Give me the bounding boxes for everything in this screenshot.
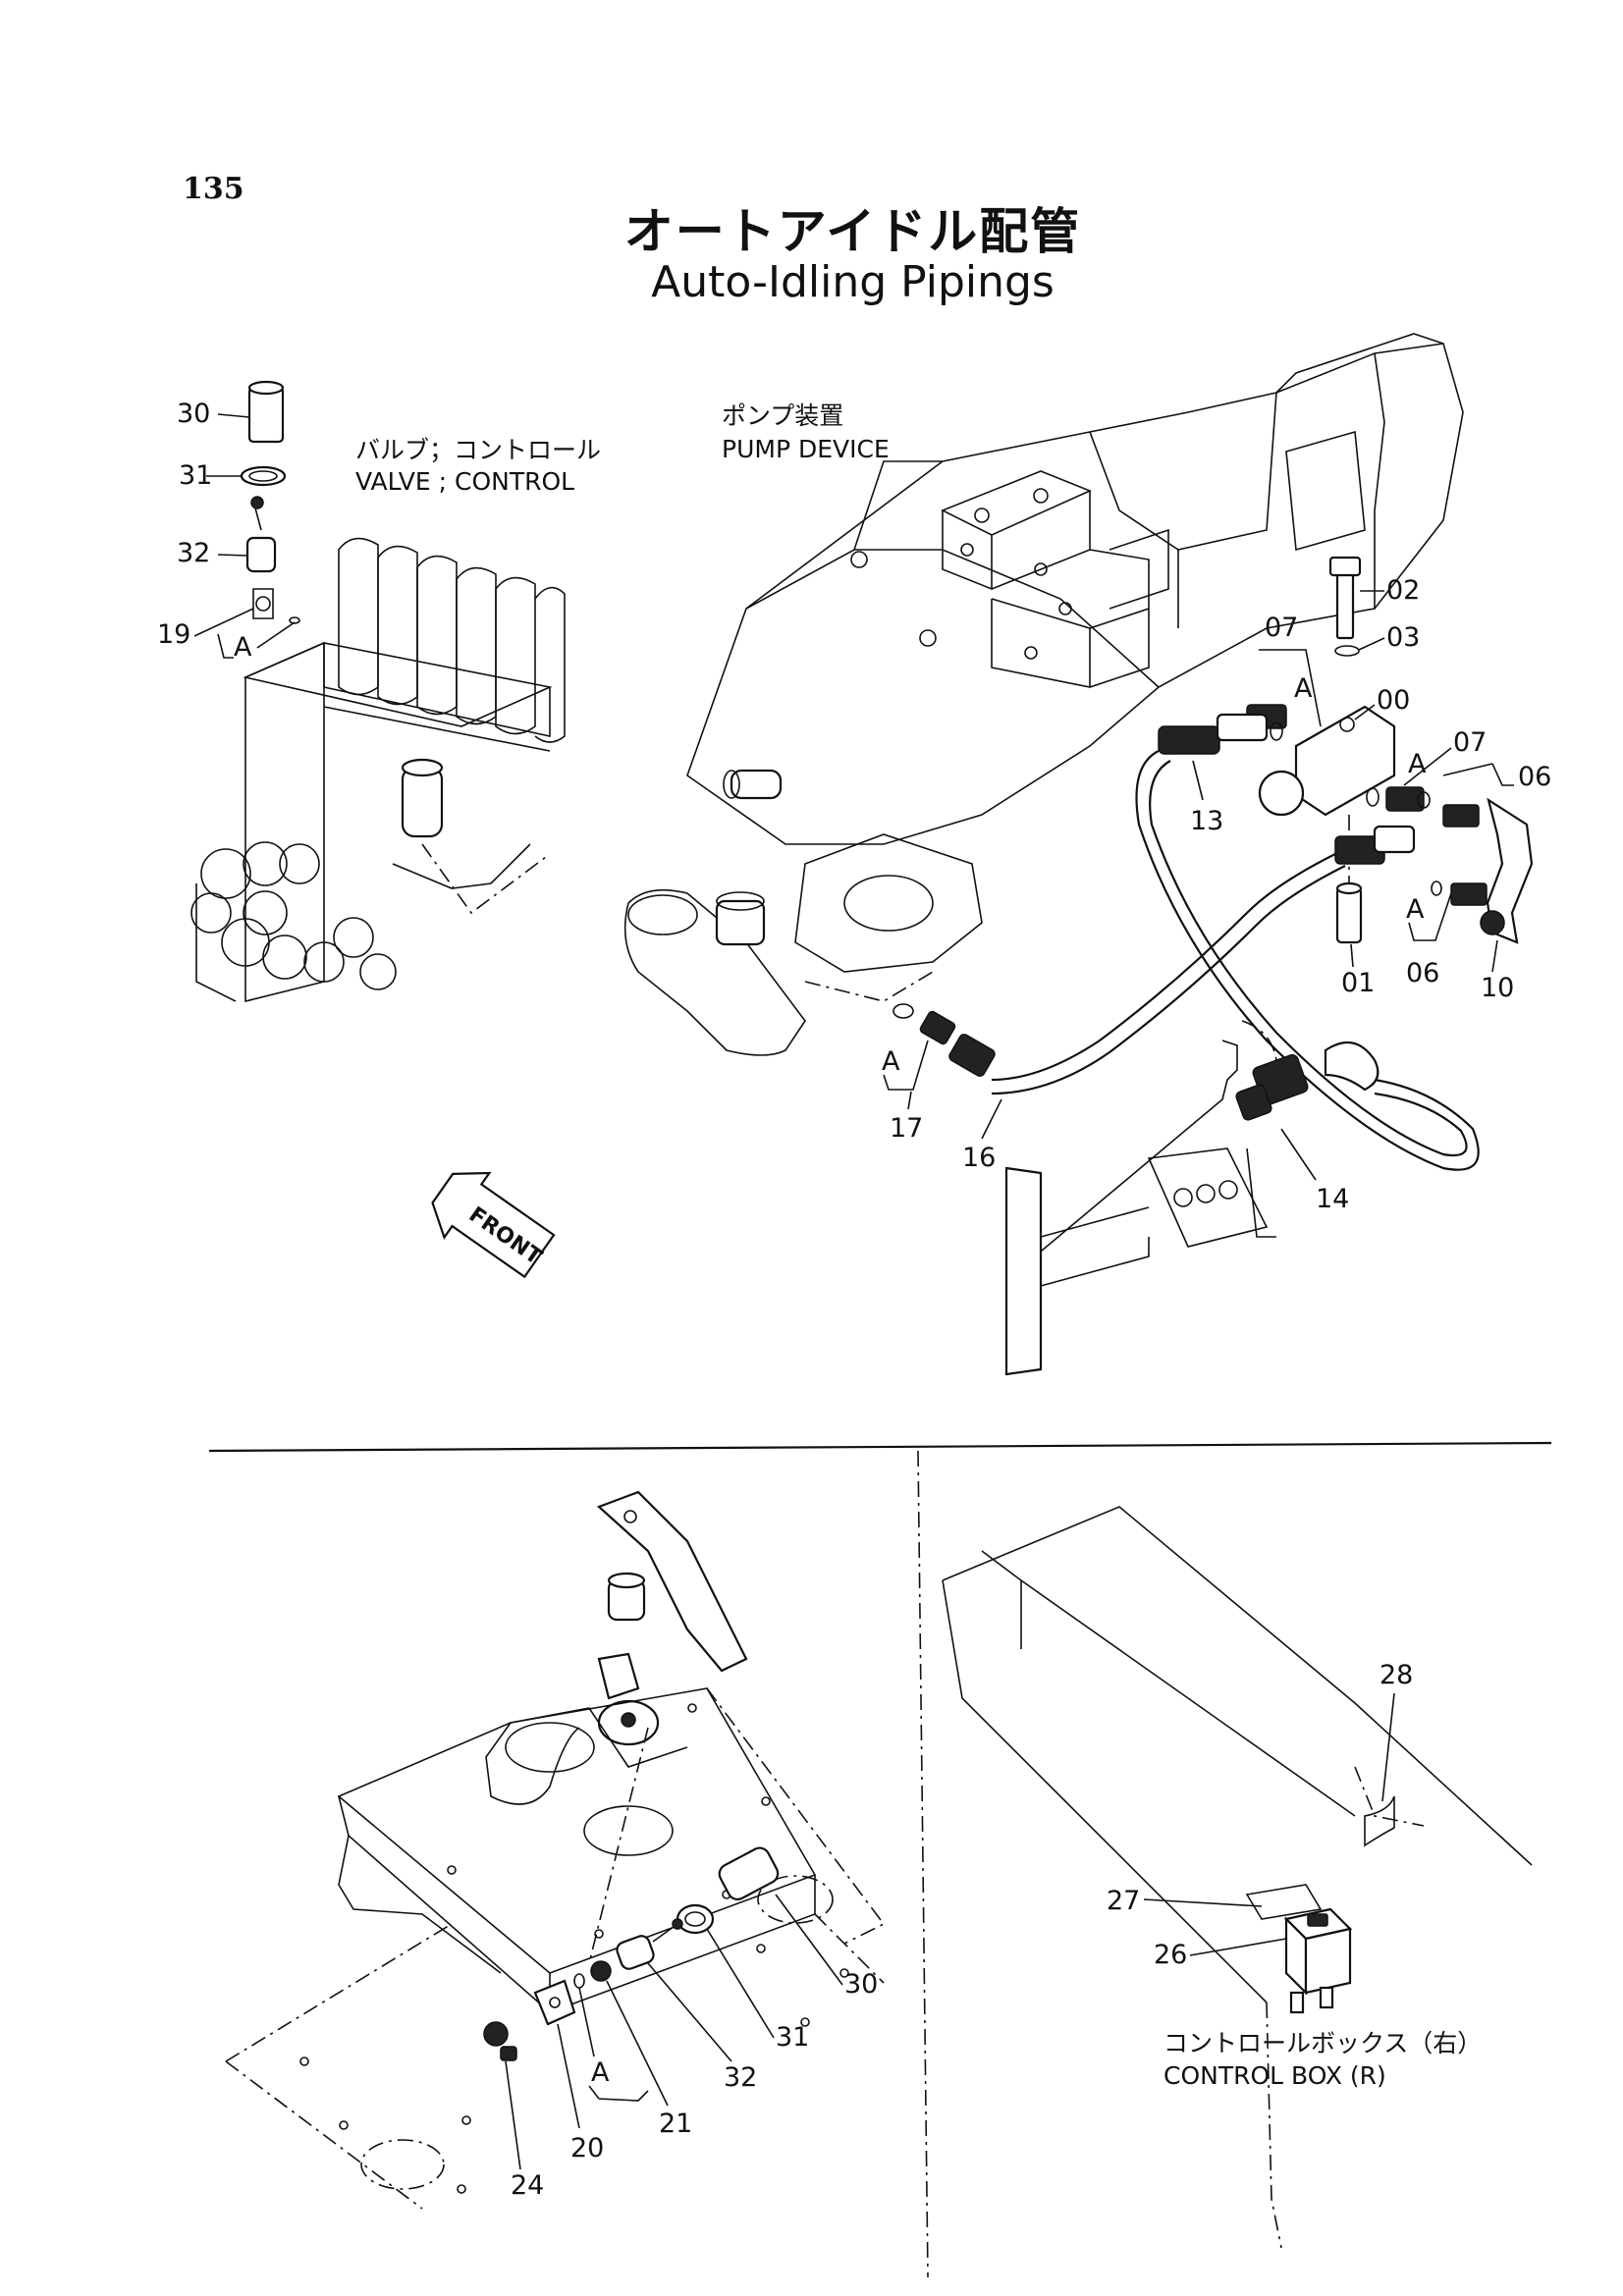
callout-32: 32 bbox=[177, 538, 210, 568]
floor-pedal-drawing bbox=[225, 1490, 886, 2210]
callouts-pump: 02 03 07 A 00 07 A 06 13 A 06 01 10 A 17… bbox=[882, 575, 1551, 1214]
callout-02: 02 bbox=[1386, 575, 1420, 606]
page-title-en: Auto-Idling Pipings bbox=[651, 257, 1055, 307]
valve-label-en: VALVE ; CONTROL bbox=[355, 467, 574, 496]
callouts-control-box: 28 27 26 bbox=[1107, 1660, 1413, 1970]
callout-06-upper: 06 bbox=[1518, 762, 1551, 792]
callout-a-pump-upper: A bbox=[1294, 673, 1313, 704]
pump-label-jp: ポンプ装置 bbox=[722, 401, 843, 430]
callout-07-right: 07 bbox=[1453, 727, 1487, 758]
control-box-drawing bbox=[942, 1506, 1533, 2249]
callout-13: 13 bbox=[1190, 806, 1223, 836]
callout-32-lower: 32 bbox=[724, 2062, 757, 2093]
callout-27: 27 bbox=[1107, 1886, 1140, 1916]
valve-label-jp: バルブ；コントロール bbox=[355, 436, 601, 464]
pump-device-drawing bbox=[623, 333, 1464, 1056]
callout-03: 03 bbox=[1386, 622, 1420, 653]
control-box-label-en: CONTROL BOX (R) bbox=[1163, 2061, 1386, 2090]
callout-30-lower: 30 bbox=[844, 1969, 878, 2000]
callout-a-pedal: A bbox=[591, 2057, 610, 2088]
pump-piping bbox=[893, 556, 1534, 1376]
control-box-label-jp: コントロールボックス（右） bbox=[1163, 2029, 1482, 2057]
callout-14: 14 bbox=[1316, 1184, 1349, 1214]
callout-01: 01 bbox=[1341, 968, 1375, 998]
page-number: 135 bbox=[183, 172, 244, 206]
callout-10: 10 bbox=[1481, 973, 1514, 1003]
callout-28: 28 bbox=[1380, 1660, 1413, 1690]
section-dividers bbox=[208, 1441, 1552, 2278]
control-valve-drawing bbox=[190, 380, 566, 1003]
callout-a-pump-right: A bbox=[1408, 749, 1427, 779]
callout-31-lower: 31 bbox=[776, 2022, 809, 2053]
page-title-jp: オートアイドル配管 bbox=[623, 203, 1082, 260]
callout-16: 16 bbox=[962, 1143, 996, 1173]
callout-30: 30 bbox=[177, 399, 210, 429]
callout-21: 21 bbox=[659, 2109, 692, 2139]
callout-a-pump-lower: A bbox=[1406, 894, 1425, 925]
callouts-pedal: 30 31 32 A 21 20 24 bbox=[505, 1894, 878, 2201]
front-arrow: FRONT bbox=[431, 1171, 556, 1279]
callouts-valve: 30 31 32 19 A bbox=[157, 399, 296, 663]
callout-24: 24 bbox=[511, 2170, 544, 2201]
callout-20: 20 bbox=[570, 2133, 604, 2163]
callout-a-pump-17: A bbox=[882, 1046, 900, 1077]
callout-00: 00 bbox=[1377, 685, 1410, 716]
pump-label-en: PUMP DEVICE bbox=[722, 435, 890, 463]
callout-a-valve: A bbox=[234, 632, 252, 663]
callout-06-lower: 06 bbox=[1406, 958, 1439, 988]
callout-19: 19 bbox=[157, 619, 190, 650]
callout-07-upper: 07 bbox=[1265, 613, 1298, 643]
callout-17: 17 bbox=[890, 1113, 923, 1144]
callout-26: 26 bbox=[1154, 1940, 1187, 1970]
